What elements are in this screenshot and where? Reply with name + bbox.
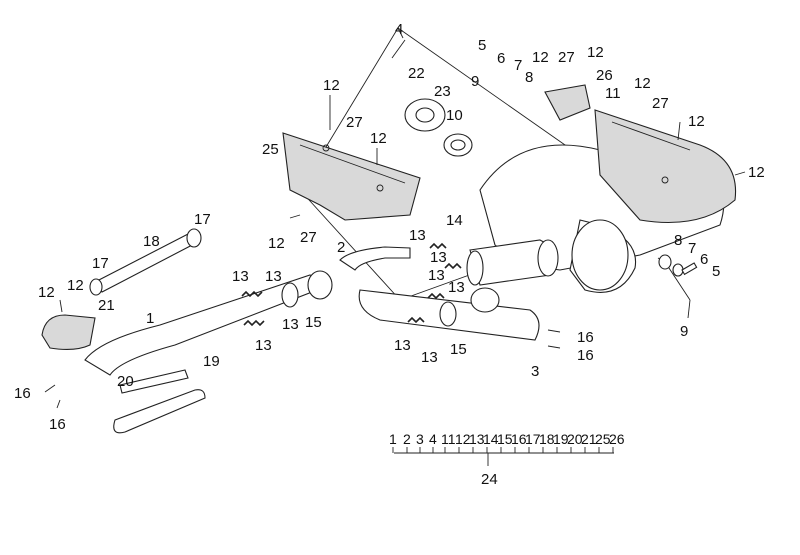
kit-item-label: 15 [497, 431, 513, 447]
callout-label: 19 [203, 353, 220, 370]
callout-label: 16 [14, 385, 31, 402]
callout-label: 16 [577, 329, 594, 346]
callout-label: 11 [605, 85, 621, 102]
callout-label: 25 [262, 141, 279, 158]
callout-label: 13 [430, 249, 447, 266]
callout-label: 6 [497, 50, 505, 67]
kit-item-label: 19 [553, 431, 569, 447]
callout-label: 21 [98, 297, 115, 314]
flange-gasket-part [404, 98, 473, 157]
callout-label: 20 [117, 373, 134, 390]
kit-item-label: 2 [403, 431, 411, 447]
callout-label: 12 [688, 113, 705, 130]
callout-label: 3 [531, 363, 539, 380]
kit-item-label: 12 [455, 431, 471, 447]
mid-pipe-part [339, 246, 411, 271]
callout-label: 27 [558, 49, 575, 66]
kit-item-label: 26 [609, 431, 625, 447]
mounting-bracket-part [544, 84, 591, 121]
callout-label: 12 [268, 235, 285, 252]
exhaust-springs [241, 242, 462, 327]
callout-label: 8 [674, 232, 682, 249]
callout-label: 26 [596, 67, 613, 84]
kit-bracket [394, 452, 614, 466]
right-bracket-hardware-part [657, 254, 698, 301]
connector-pipe-part [466, 239, 559, 286]
callout-label: 2 [337, 239, 345, 256]
callout-label: 13 [255, 337, 272, 354]
leader-lines [44, 39, 746, 409]
callout-label: 17 [92, 255, 109, 272]
callout-label: 6 [700, 251, 708, 268]
kit-item-label: 25 [595, 431, 611, 447]
kit-bracket-labels: 1 2 3 4 11 12 13 14 15 16 17 18 19 20 21… [389, 431, 625, 488]
callout-label: 9 [471, 73, 479, 90]
callout-label: 9 [680, 323, 688, 340]
callout-label: 8 [525, 69, 533, 86]
protective-tube-part [113, 369, 206, 434]
callout-label: 15 [305, 314, 322, 331]
callout-labels: 4 5 6 7 9 8 12 27 12 26 11 12 27 12 12 2… [14, 21, 765, 433]
callout-label: 27 [346, 114, 363, 131]
callout-label: 14 [446, 212, 463, 229]
callout-label: 13 [421, 349, 438, 366]
silencer-heat-shield-part [594, 109, 737, 224]
callout-label: 18 [143, 233, 160, 250]
callout-label: 13 [428, 267, 445, 284]
callout-label: 17 [194, 211, 211, 228]
callout-label: 16 [49, 416, 66, 433]
collector-pipe-part [358, 287, 540, 341]
front-pipe-part [84, 270, 333, 376]
callout-label: 13 [232, 268, 249, 285]
callout-label: 12 [67, 277, 84, 294]
kit-item-label: 18 [539, 431, 555, 447]
callout-label: 23 [434, 83, 451, 100]
callout-label: 16 [577, 347, 594, 364]
kit-item-label: 13 [469, 431, 485, 447]
callout-label: 12 [634, 75, 651, 92]
callout-label: 10 [446, 107, 463, 124]
kit-item-label: 16 [511, 431, 527, 447]
rubber-hose-part [89, 228, 202, 296]
callout-label: 27 [652, 95, 669, 112]
callout-label: 13 [282, 316, 299, 333]
rear-heat-shield-part [282, 132, 421, 221]
callout-label: 5 [712, 263, 720, 280]
kit-item-label: 11 [441, 431, 456, 447]
callout-label: 12 [587, 44, 604, 61]
callout-label: 13 [265, 268, 282, 285]
kit-item-label: 20 [567, 431, 583, 447]
callout-label: 13 [448, 279, 465, 296]
kit-item-label: 3 [416, 431, 424, 447]
callout-label: 7 [688, 240, 696, 257]
flange-cover-part [41, 314, 96, 351]
kit-item-label: 21 [581, 431, 597, 447]
callout-label: 5 [478, 37, 486, 54]
kit-item-label: 14 [483, 431, 499, 447]
kit-total-label: 24 [481, 471, 498, 488]
callout-label: 12 [38, 284, 55, 301]
kit-item-label: 1 [389, 431, 397, 447]
callout-label: 4 [395, 21, 403, 38]
callout-label: 12 [532, 49, 549, 66]
callout-label: 13 [409, 227, 426, 244]
callout-label: 15 [450, 341, 467, 358]
callout-label: 1 [146, 310, 154, 327]
kit-item-label: 4 [429, 431, 437, 447]
callout-label: 7 [514, 57, 522, 74]
callout-label: 22 [408, 65, 425, 82]
callout-label: 12 [323, 77, 340, 94]
callout-label: 13 [394, 337, 411, 354]
callout-label: 12 [370, 130, 387, 147]
callout-label: 12 [748, 164, 765, 181]
kit-item-label: 17 [525, 431, 541, 447]
callout-label: 27 [300, 229, 317, 246]
